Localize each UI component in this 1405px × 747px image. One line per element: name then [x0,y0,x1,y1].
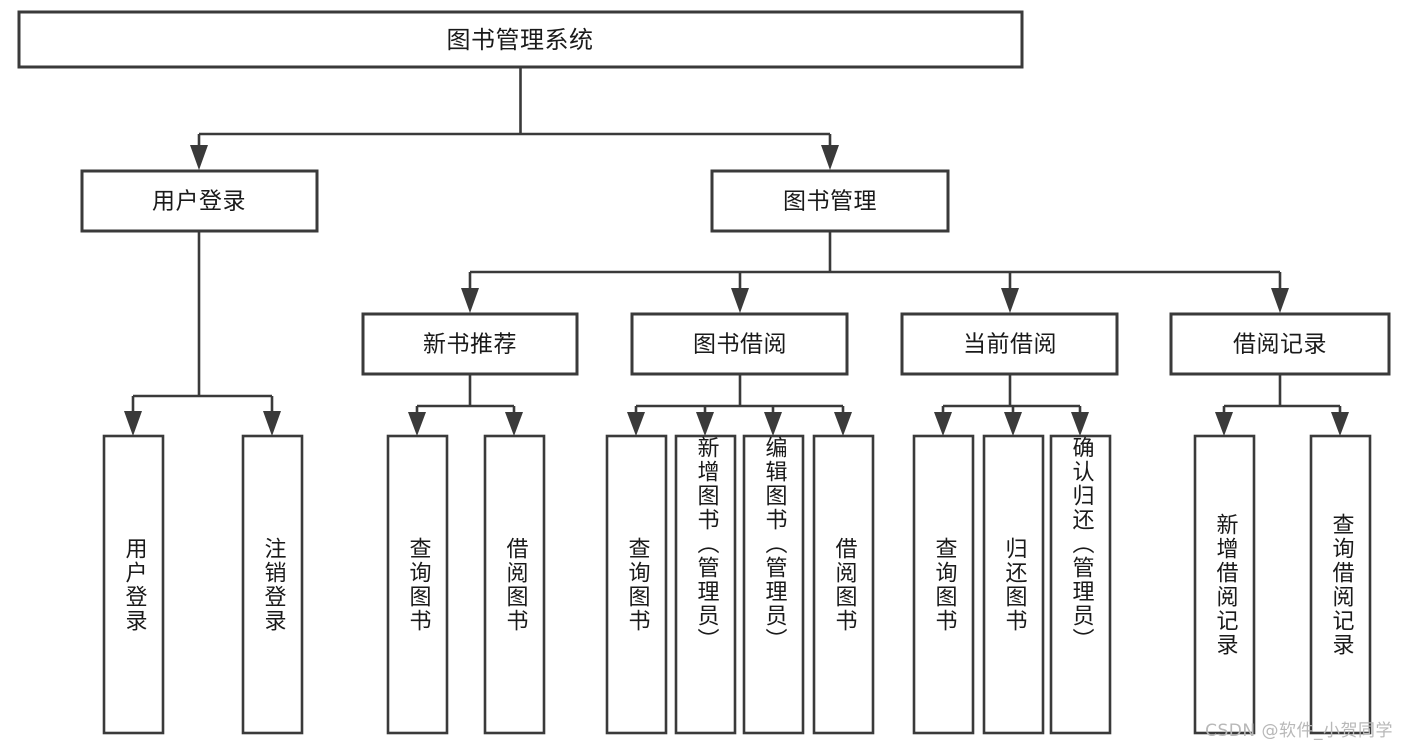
node-new-book-recommend[interactable]: 新书推荐 [361,312,579,376]
connector-userlogin-to-leaves [124,232,281,436]
node-book-borrow[interactable]: 图书借阅 [630,312,849,376]
leaf-box-bookborrow-3[interactable] [812,434,875,735]
node-user-login[interactable]: 用户登录 [80,169,319,233]
leaf-box-bookborrow-2[interactable] [742,434,805,735]
leaf-box-user-login-0[interactable] [102,434,165,735]
leaf-boxes-book-borrow [605,434,875,735]
node-book-borrow-label: 图书借阅 [693,332,787,358]
node-root-label: 图书管理系统 [447,26,594,54]
leaf-box-newbook-0[interactable] [386,434,449,735]
leaf-boxes-current-borrow [912,434,1112,735]
leaf-box-currentborrow-2[interactable] [1049,434,1112,735]
csdn-watermark: CSDN @软件_小贺同学 [1205,721,1393,741]
node-current-borrow[interactable]: 当前借阅 [900,312,1119,376]
node-borrow-records-label: 借阅记录 [1233,332,1327,358]
connector-borrowrecord-to-leaves [1215,375,1349,436]
arrow-to-user-login [190,145,208,170]
leaf-box-currentborrow-1[interactable] [982,434,1045,735]
connector-bookmgmt-to-level3 [468,232,1282,289]
leaf-box-borrowrecords-1[interactable] [1309,434,1372,735]
node-user-login-label: 用户登录 [152,189,246,215]
leaf-box-user-login-1[interactable] [241,434,304,735]
arrows-to-level3 [461,288,1289,313]
leaf-box-bookborrow-0[interactable] [605,434,668,735]
leaf-boxes-new-book-recommend [386,434,546,735]
node-new-book-recommend-label: 新书推荐 [423,332,517,358]
leaf-boxes-borrow-records [1193,434,1372,735]
connector-bookborrow-to-leaves [627,375,852,436]
leaf-box-bookborrow-1[interactable] [674,434,737,735]
connector-root-to-level2 [197,67,832,146]
leaf-box-borrowrecords-0[interactable] [1193,434,1256,735]
leaf-box-newbook-1[interactable] [483,434,546,735]
connector-newbook-to-leaves [408,375,523,436]
connector-currentborrow-to-leaves [934,375,1089,436]
node-current-borrow-label: 当前借阅 [963,332,1057,358]
node-borrow-records[interactable]: 借阅记录 [1169,312,1391,376]
arrow-to-book-management [821,145,839,170]
node-book-management[interactable]: 图书管理 [710,169,950,233]
node-root[interactable]: 图书管理系统 [17,10,1024,69]
leaf-boxes-user-login [102,434,304,735]
leaf-box-currentborrow-0[interactable] [912,434,975,735]
node-book-management-label: 图书管理 [783,189,877,215]
